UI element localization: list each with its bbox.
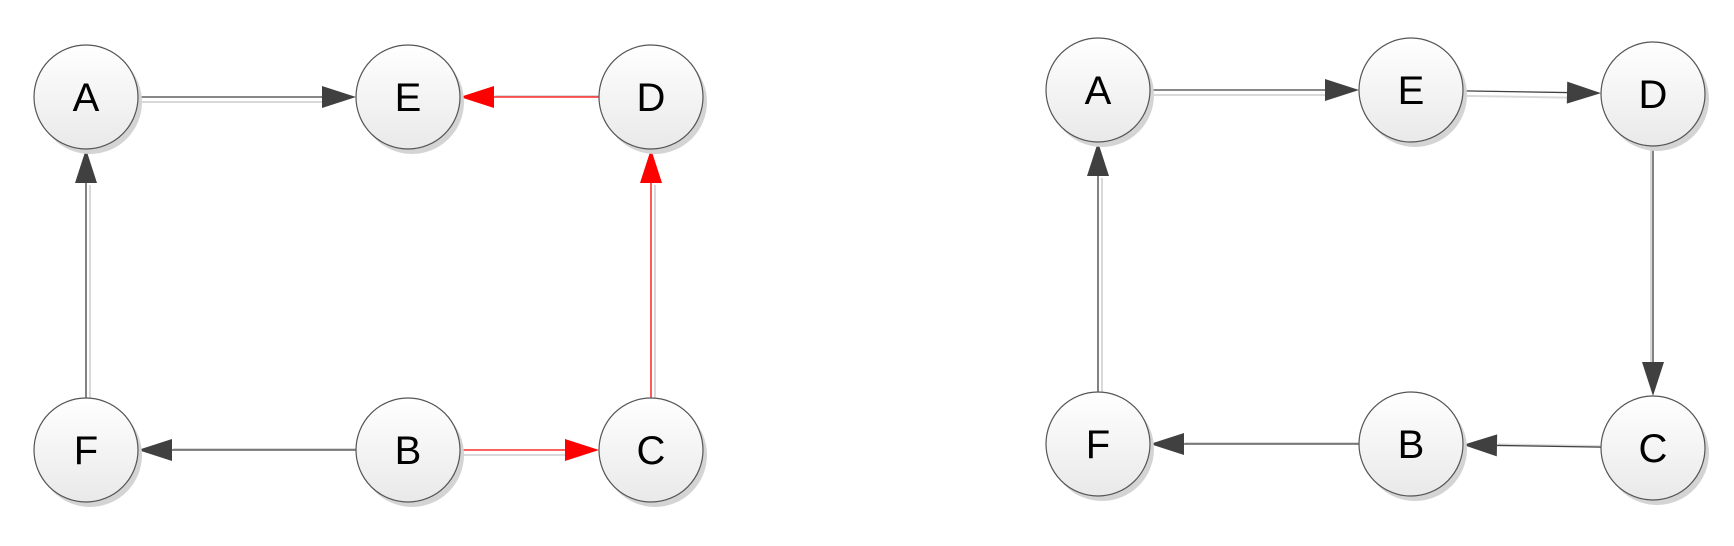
edge-b-to-f [1150,433,1360,455]
node-a: A [33,44,142,154]
node-a: A [1045,37,1154,147]
node-c: C [598,397,707,507]
edge-a-to-e [1150,79,1359,101]
edge-shadow [1463,94,1568,99]
arrowhead [1087,142,1109,176]
node-e: E [1358,37,1467,147]
node-e: E [355,44,464,154]
edge-line [1462,90,1568,94]
node-circle [33,397,139,503]
node-circle [1600,41,1706,147]
node-label: B [395,429,422,473]
node-label: B [1398,423,1425,467]
node-d: D [598,44,707,154]
edge-c-to-d [640,149,662,400]
arrowhead [1462,434,1498,457]
edge-d-to-c [1642,146,1664,396]
node-b: B [355,397,464,507]
edge-b-to-f [138,439,357,461]
node-label: F [1086,423,1110,467]
node-b: B [1358,391,1467,501]
node-label: A [1085,69,1112,113]
node-c: C [1600,395,1709,505]
arrowhead [565,439,599,461]
node-f: F [1045,391,1154,501]
arrowhead [1150,433,1184,455]
edge-a-to-e [138,86,356,108]
node-circle [33,44,139,150]
left-graph: A E D F B C [33,44,707,507]
arrowhead [138,439,172,461]
node-circle [1358,37,1464,143]
edge-f-to-a [1087,142,1109,394]
arrowhead [1325,79,1359,101]
right-graph: A E D F B C [1045,37,1709,505]
node-circle [1045,37,1151,143]
node-circle [355,44,461,150]
node-circle [1045,391,1151,497]
node-circle [598,44,704,150]
edge-f-to-a [75,149,97,400]
node-circle [1600,395,1706,501]
node-label: A [73,76,100,120]
arrowhead [1642,362,1664,396]
arrowhead [322,86,356,108]
node-label: C [637,429,666,473]
edge-shadow [1498,443,1603,448]
edge-d-to-e [460,86,600,108]
node-circle [598,397,704,503]
arrowhead [460,86,494,108]
node-label: C [1639,427,1668,471]
arrowhead [75,149,97,183]
edge-b-to-c [460,439,599,461]
node-f: F [33,397,142,507]
arrowhead [640,149,662,183]
edge-c-to-b [1462,434,1603,457]
node-label: D [1639,73,1668,117]
node-label: F [74,429,98,473]
node-label: D [637,76,666,120]
edge-line [1496,444,1602,448]
node-circle [1358,391,1464,497]
node-d: D [1600,41,1709,151]
edge-e-to-d [1462,81,1602,104]
arrowhead [1566,81,1602,104]
node-label: E [1398,69,1425,113]
node-circle [355,397,461,503]
node-label: E [395,76,422,120]
